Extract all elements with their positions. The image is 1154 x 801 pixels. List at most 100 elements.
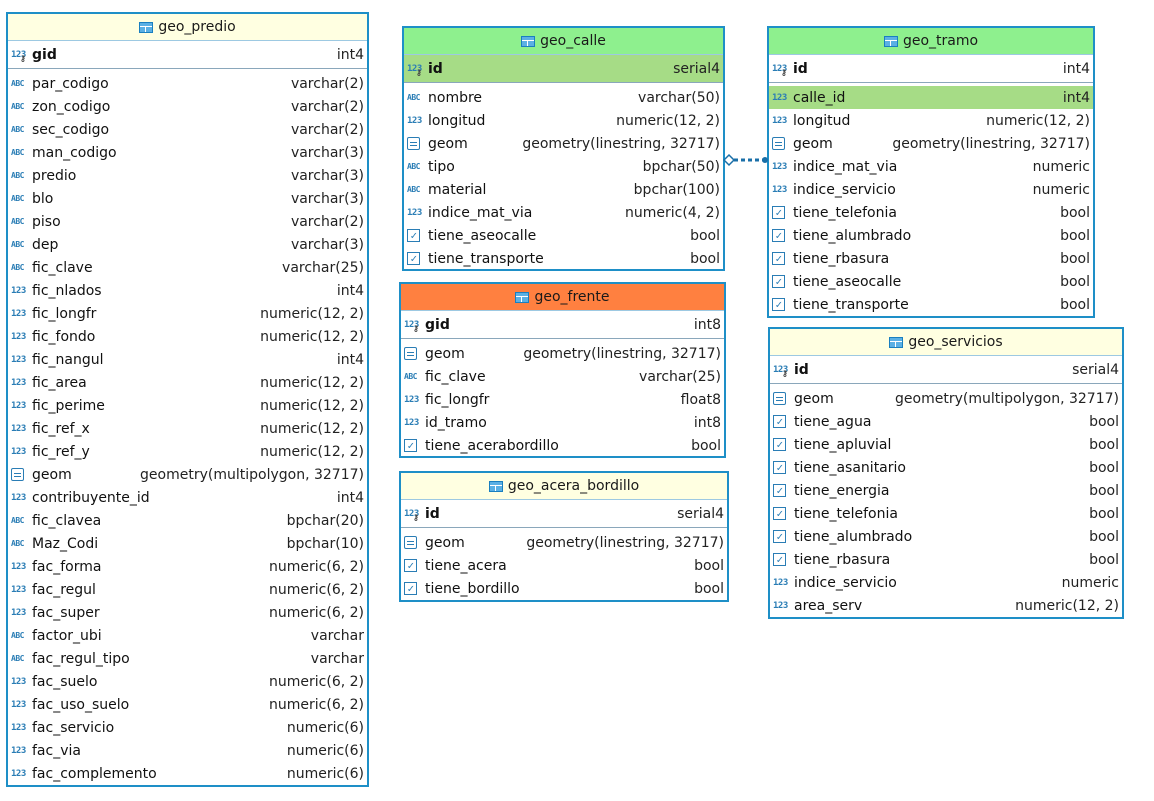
text-icon: ABC [404, 372, 417, 381]
number-icon: 123 [407, 115, 422, 126]
column-type: bool [1060, 204, 1090, 221]
table-title-bar[interactable]: geo_acera_bordillo [401, 473, 727, 500]
column-type: bpchar(10) [286, 535, 364, 552]
number-icon: 123 [11, 400, 26, 411]
table-title-bar[interactable]: geo_frente [401, 284, 724, 311]
key-icon: ⚷ [781, 67, 787, 77]
table-title-bar[interactable]: geo_predio [8, 14, 367, 41]
text-icon: ABC [11, 240, 24, 249]
table-title-bar[interactable]: geo_servicios [770, 329, 1122, 356]
number-icon: 123 [404, 417, 419, 428]
column-type: bool [1060, 273, 1090, 290]
column-type: bool [1089, 436, 1119, 453]
column-name: fic_clave [32, 259, 93, 276]
column-name: tiene_telefonia [794, 505, 898, 522]
table-title-bar[interactable]: geo_tramo [769, 28, 1093, 55]
column-name: fic_ref_x [32, 420, 90, 437]
table-title-bar[interactable]: geo_calle [404, 28, 723, 55]
relation-tramo-calle-connector[interactable] [723, 153, 769, 167]
table-icon [521, 35, 536, 47]
